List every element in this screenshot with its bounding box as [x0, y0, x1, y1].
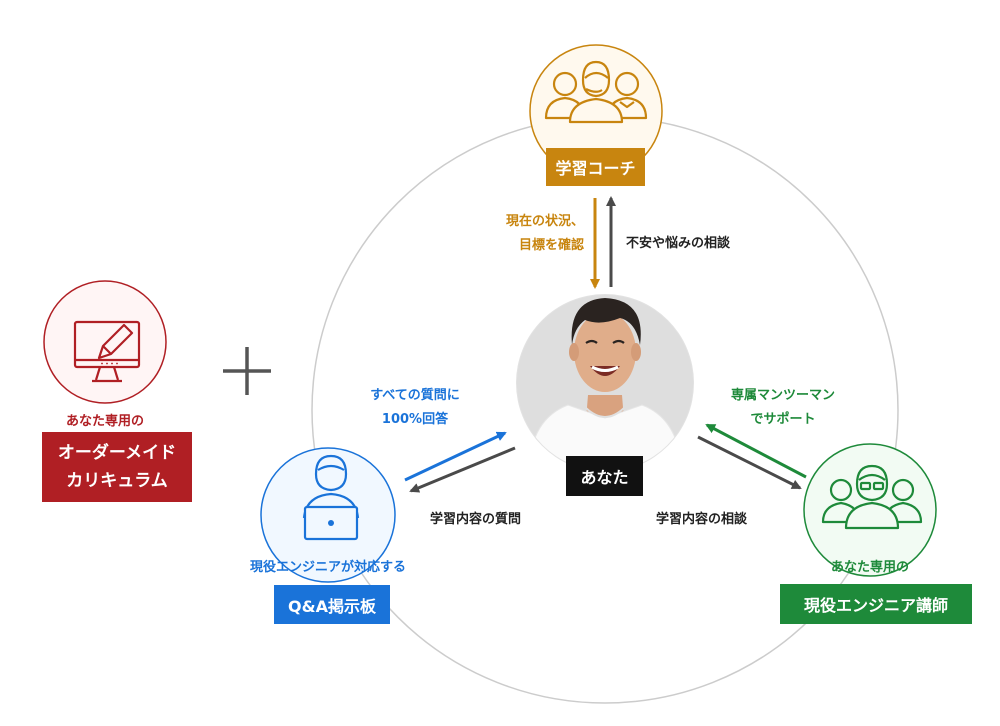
coach-node: [529, 44, 663, 178]
qa-title: Q&A掲示板: [288, 596, 376, 616]
coach-group-icon: [544, 60, 648, 124]
mentor-caption: あなた専用の: [830, 560, 909, 575]
qa-to-you-arrow: [404, 431, 507, 482]
qa-to-you-label: すべての質問に 100%回答: [360, 384, 470, 432]
you-to-qa-arrow: [409, 446, 516, 493]
mentor-to-you-label: 専属マンツーマン でサポート: [718, 384, 848, 432]
qa-node: [260, 447, 396, 583]
mentor-to-you-line2: でサポート: [750, 412, 816, 427]
curriculum-title-line1: オーダーメイド: [57, 443, 177, 463]
mentor-title-box: 現役エンジニア講師: [780, 584, 972, 624]
you-to-coach-label: 不安や悩みの相談: [626, 236, 731, 251]
qa-caption: 現役エンジニアが対応する: [249, 560, 406, 575]
you-to-mentor-arrow: [697, 435, 802, 490]
mentor-title: 現役エンジニア講師: [803, 596, 948, 615]
you-to-qa-label: 学習内容の質問: [430, 512, 522, 527]
you-to-mentor-label: 学習内容の相談: [656, 512, 748, 527]
qa-title-box: Q&A掲示板: [274, 585, 390, 624]
plus-sign: [223, 347, 271, 395]
mentor-node: [803, 443, 937, 577]
curriculum-caption: あなた専用の: [65, 414, 144, 429]
engineer-group-icon: [821, 464, 923, 530]
mentor-to-you-line1: 専属マンツーマン: [730, 388, 835, 403]
coach-to-you-line2: 目標を確認: [518, 238, 584, 253]
monitor-pencil-icon: [73, 320, 141, 383]
coach-title-box: 学習コーチ: [546, 148, 645, 186]
you-node: [516, 294, 694, 472]
coach-title: 学習コーチ: [555, 159, 636, 178]
person-photo: [517, 295, 693, 471]
you-title: あなた: [580, 468, 629, 487]
qa-to-you-line2: 100%回答: [381, 412, 449, 427]
coach-to-you-line1: 現在の状況、: [505, 214, 584, 229]
you-title-box: あなた: [566, 456, 643, 496]
qa-to-you-line1: すべての質問に: [370, 388, 460, 403]
curriculum-title-line2: カリキュラム: [66, 471, 168, 491]
coach-to-you-label: 現在の状況、 目標を確認: [478, 210, 584, 258]
mentor-to-you-arrow: [705, 423, 807, 479]
laptop-user-icon: [302, 454, 360, 541]
curriculum-title-box: オーダーメイド カリキュラム: [42, 432, 192, 502]
curriculum-node: [43, 280, 167, 404]
